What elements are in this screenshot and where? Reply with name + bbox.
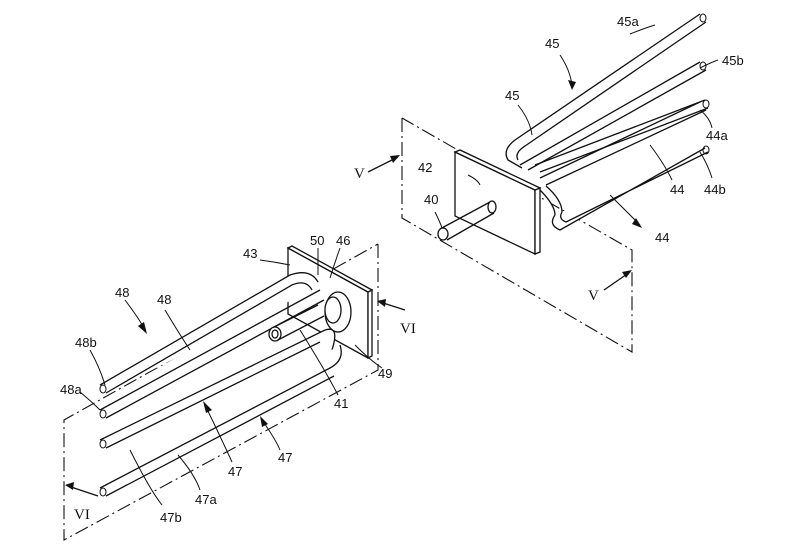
plate-42-top: [453, 149, 542, 191]
section-mark-v-top: V: [354, 166, 365, 182]
leader-lines: [79, 24, 719, 506]
label-48b: 48b: [75, 335, 97, 350]
label-44a: 44a: [706, 128, 728, 143]
label-49: 49: [378, 366, 392, 381]
section-arrows: [65, 155, 632, 497]
reference-labels: 45a 45 45b 45 44a 42 40 44 44b 44 43 50 …: [60, 14, 744, 525]
label-45: 45: [545, 36, 559, 51]
tube-47-upper: [99, 328, 336, 449]
tube-44-upper: [539, 101, 707, 186]
arrow-47b: [260, 416, 268, 427]
leader-44b: [699, 151, 713, 179]
leader-47a: [177, 454, 201, 491]
leader-47b: [129, 449, 163, 506]
section-arrow-v-top-head: [390, 155, 400, 163]
tube-end: [99, 487, 107, 497]
label-45a: 45a: [617, 14, 639, 29]
label-44-mid: 44: [670, 182, 684, 197]
label-47-mid: 47: [228, 464, 242, 479]
leader-44a: [699, 109, 713, 129]
tube-41-end-inner: [271, 329, 279, 339]
tube-41: [271, 304, 325, 341]
label-44-low: 44: [655, 230, 669, 245]
lower-left-assembly: [63, 243, 379, 541]
label-45-inner: 45: [505, 88, 519, 103]
tube-45-outer: [505, 13, 707, 169]
tube-45-lower: [519, 61, 707, 171]
leader-49: [354, 344, 383, 369]
label-47b: 47b: [160, 510, 182, 525]
leader-46: [329, 247, 341, 279]
label-43: 43: [243, 246, 257, 261]
label-48-mid: 48: [157, 292, 171, 307]
leader-48a: [79, 391, 101, 411]
leader-40: [434, 211, 443, 229]
section-arrow-vi-right-head: [377, 299, 386, 307]
label-45b: 45b: [722, 53, 744, 68]
pin-40: [439, 201, 495, 241]
tube-48-outer: [99, 272, 319, 394]
section-marks: V V VI VI: [74, 166, 599, 523]
leader-45-inner: [517, 104, 533, 136]
pin-40-back: [487, 200, 497, 214]
leader-42: [467, 174, 481, 186]
pin-40-end: [437, 227, 449, 241]
tube-end: [702, 145, 710, 155]
arrow-48: [138, 322, 147, 334]
section-arrow-v-bottom-head: [622, 270, 632, 278]
arrow-47: [203, 401, 212, 413]
section-arrow-vi-left-head: [65, 482, 74, 490]
tube-44-lower: [551, 147, 709, 231]
tube-45-inner: [534, 99, 709, 173]
label-50: 50: [310, 233, 324, 248]
label-46: 46: [336, 233, 350, 248]
label-44b: 44b: [704, 182, 726, 197]
leader-43: [259, 259, 291, 266]
tube-end: [699, 61, 707, 71]
upper-right-assembly: [401, 13, 710, 353]
leader-48b: [89, 349, 106, 386]
leader-41: [299, 329, 339, 396]
leader-45a: [629, 24, 656, 35]
plate-42-edge: [534, 187, 541, 255]
label-40: 40: [424, 192, 438, 207]
section-mark-v-bottom: V: [588, 288, 599, 304]
section-mark-vi-right: VI: [400, 321, 416, 337]
plate-43-top: [286, 245, 374, 293]
leader-45b: [699, 59, 719, 69]
label-42: 42: [418, 160, 432, 175]
tube-end: [99, 384, 107, 394]
leader-44-mid: [649, 144, 673, 181]
label-47-right: 47: [278, 450, 292, 465]
label-47a: 47a: [195, 492, 217, 507]
tube-end: [699, 13, 707, 23]
leader-45: [559, 54, 573, 86]
label-41: 41: [334, 396, 348, 411]
label-48-left: 48: [115, 285, 129, 300]
leader-48-mid: [164, 309, 191, 351]
arrow-45: [568, 80, 576, 90]
tube-end: [99, 439, 107, 449]
tube-44-bend: [539, 185, 563, 216]
tube-end: [99, 409, 107, 419]
section-plane-v: [401, 117, 633, 353]
arrow-44: [632, 218, 642, 228]
tube-end: [702, 99, 710, 109]
section-mark-vi-left: VI: [74, 507, 90, 523]
ring-46: [324, 296, 342, 324]
label-48a: 48a: [60, 382, 82, 397]
plate-43-edge: [367, 288, 373, 360]
